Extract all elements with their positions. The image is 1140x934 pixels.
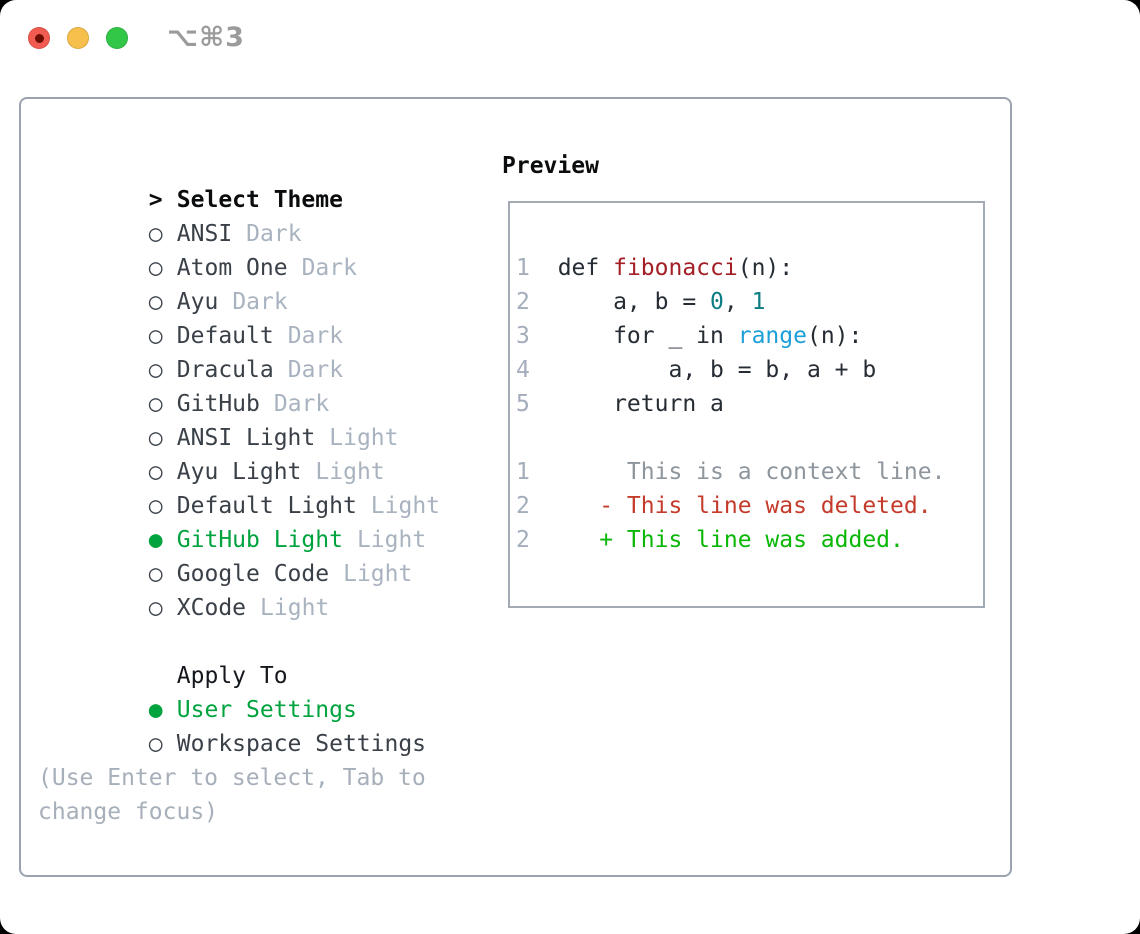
radio-unselected-icon: ○ [148,289,163,315]
theme-variant-tag: Dark [232,289,288,315]
diff-context-line: 1 This is a context line. [516,455,983,489]
line-number: 1 [516,255,530,281]
theme-option-google-code[interactable]: ○ Google Code Light [38,523,440,587]
title-bar: ⌥⌘3 [0,0,1140,76]
theme-variant-tag: Dark [273,391,330,417]
radio-unselected-icon: ○ [148,323,163,349]
theme-option-github-light[interactable]: ● GitHub Light Light [38,489,440,553]
theme-name: Default [176,323,274,349]
radio-unselected-icon: ○ [148,425,163,451]
theme-variant-tag: Dark [246,221,302,247]
context-text: This is a context line. [530,459,946,485]
preview-title: Preview [502,153,599,179]
radio-unselected-icon: ○ [148,221,163,247]
code-line-2: 2 a, b = 0, 1 [516,285,983,319]
apply-option-name: User Settings [176,697,357,723]
radio-unselected-icon: ○ [148,493,163,519]
theme-name: ANSI [176,221,233,247]
hint-text-line2: change focus) [38,799,219,825]
prompt-icon: > [148,187,163,213]
builtin-token: range [737,323,807,349]
theme-variant-tag: Light [356,527,427,553]
radio-unselected-icon: ○ [148,391,163,417]
theme-option-default-light[interactable]: ○ Default Light Light [38,455,440,519]
select-theme-header: > Select Theme [38,149,440,213]
traffic-lights [28,27,128,49]
radio-unselected-icon: ○ [148,255,163,281]
code-preview: 1 def fibonacci(n): 2 a, b = 0, 1 3 for … [510,203,983,557]
theme-variant-tag: Dark [287,357,344,383]
theme-option-dracula-dark[interactable]: ○ Dracula Dark [38,319,440,383]
theme-variant-tag: Dark [301,255,357,281]
select-theme-label: Select Theme [176,187,343,213]
code-line-1: 1 def fibonacci(n): [516,251,983,285]
theme-option-ansi-light[interactable]: ○ ANSI Light Light [38,387,440,451]
apply-to-label: Apply To [176,663,288,689]
theme-variant-tag: Light [343,561,413,587]
radio-unselected-icon: ○ [148,357,163,383]
theme-name: Dracula [176,357,274,383]
code-diff-gap [516,421,983,455]
code-line-3: 3 for _ in range(n): [516,319,983,353]
apply-to-header: Apply To [38,625,440,689]
radio-unselected-icon: ○ [148,731,163,757]
close-button[interactable] [28,27,50,49]
apply-option-workspace-settings[interactable]: ○ Workspace Settings [38,693,440,757]
zoom-button[interactable] [106,27,128,49]
hint-text-line1: (Use Enter to select, Tab to [38,765,426,791]
theme-option-ayu-dark[interactable]: ○ Ayu Dark [38,251,440,315]
deleted-text: - This line was deleted. [530,493,932,519]
radio-unselected-icon: ○ [148,561,163,587]
apply-option-user-settings[interactable]: ● User Settings [38,659,440,723]
number-token: 0 [710,289,724,315]
theme-option-atom-one-dark[interactable]: ○ Atom One Dark [38,217,440,281]
preview-box: 1 def fibonacci(n): 2 a, b = 0, 1 3 for … [508,201,985,608]
added-text: + This line was added. [530,527,904,553]
function-name-token: fibonacci [613,255,738,281]
window-title: ⌥⌘3 [167,22,245,53]
line-number: 2 [516,289,530,315]
theme-name: GitHub Light [176,527,343,553]
code-line-5: 5 return a [516,387,983,421]
line-number: 3 [516,323,530,349]
theme-name: XCode [176,595,247,621]
theme-name: ANSI Light [176,425,316,451]
minimize-button[interactable] [67,27,89,49]
theme-name: Default Light [176,493,357,519]
theme-name: Google Code [176,561,330,587]
line-number: 1 [516,459,530,485]
close-dot-icon [34,33,44,43]
diff-deleted-line: 2 - This line was deleted. [516,489,983,523]
theme-name: Ayu Light [176,459,302,485]
theme-variant-tag: Light [329,425,399,451]
theme-option-ayu-light[interactable]: ○ Ayu Light Light [38,421,440,485]
radio-unselected-icon: ○ [148,595,163,621]
theme-name: Atom One [176,255,288,281]
theme-name: GitHub [176,391,260,417]
theme-name: Ayu [176,289,219,315]
theme-option-default-dark[interactable]: ○ Default Dark [38,285,440,349]
radio-selected-icon: ● [148,697,163,723]
number-token: 1 [751,289,766,315]
theme-option-xcode[interactable]: ○ XCode Light [38,557,440,621]
preview-header: Preview [502,149,599,183]
code-line-4: 4 a, b = b, a + b [516,353,983,387]
theme-variant-tag: Light [370,493,441,519]
theme-variant-tag: Light [260,595,330,621]
apply-option-name: Workspace Settings [176,731,427,757]
theme-variant-tag: Dark [287,323,344,349]
radio-selected-icon: ● [148,527,163,553]
line-number: 4 [516,357,530,383]
line-number: 5 [516,391,530,417]
diff-added-line: 2 + This line was added. [516,523,983,557]
theme-variant-tag: Light [315,459,385,485]
line-number: 2 [516,493,530,519]
radio-unselected-icon: ○ [148,459,163,485]
line-number: 2 [516,527,530,553]
theme-option-github-dark[interactable]: ○ GitHub Dark [38,353,440,417]
theme-option-ansi-dark[interactable]: ○ ANSI Dark [38,183,440,247]
